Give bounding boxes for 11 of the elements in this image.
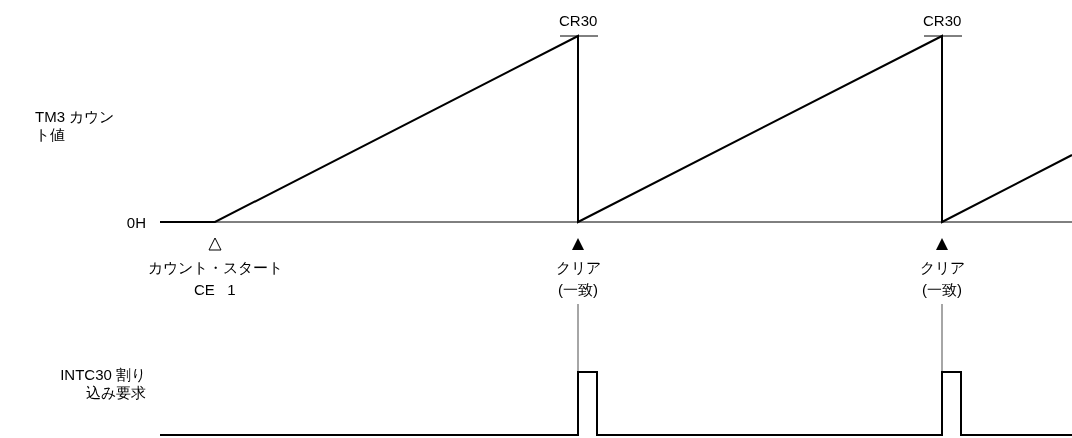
event-label: クリア <box>919 259 965 277</box>
condition-label: (一致) <box>558 281 598 299</box>
level-label: CR30 <box>923 12 962 30</box>
event-label: クリア <box>555 259 601 277</box>
condition-label: (一致) <box>922 281 962 299</box>
axis-label: TM3 カウント値 <box>35 108 115 144</box>
event-label: カウント・スタート <box>147 259 283 277</box>
level-label: CR30 <box>559 12 598 30</box>
condition-label: CE 1 <box>194 281 236 299</box>
signal-label: INTC30 割り込み要求 <box>59 366 146 402</box>
level-label: 0H <box>125 214 146 232</box>
